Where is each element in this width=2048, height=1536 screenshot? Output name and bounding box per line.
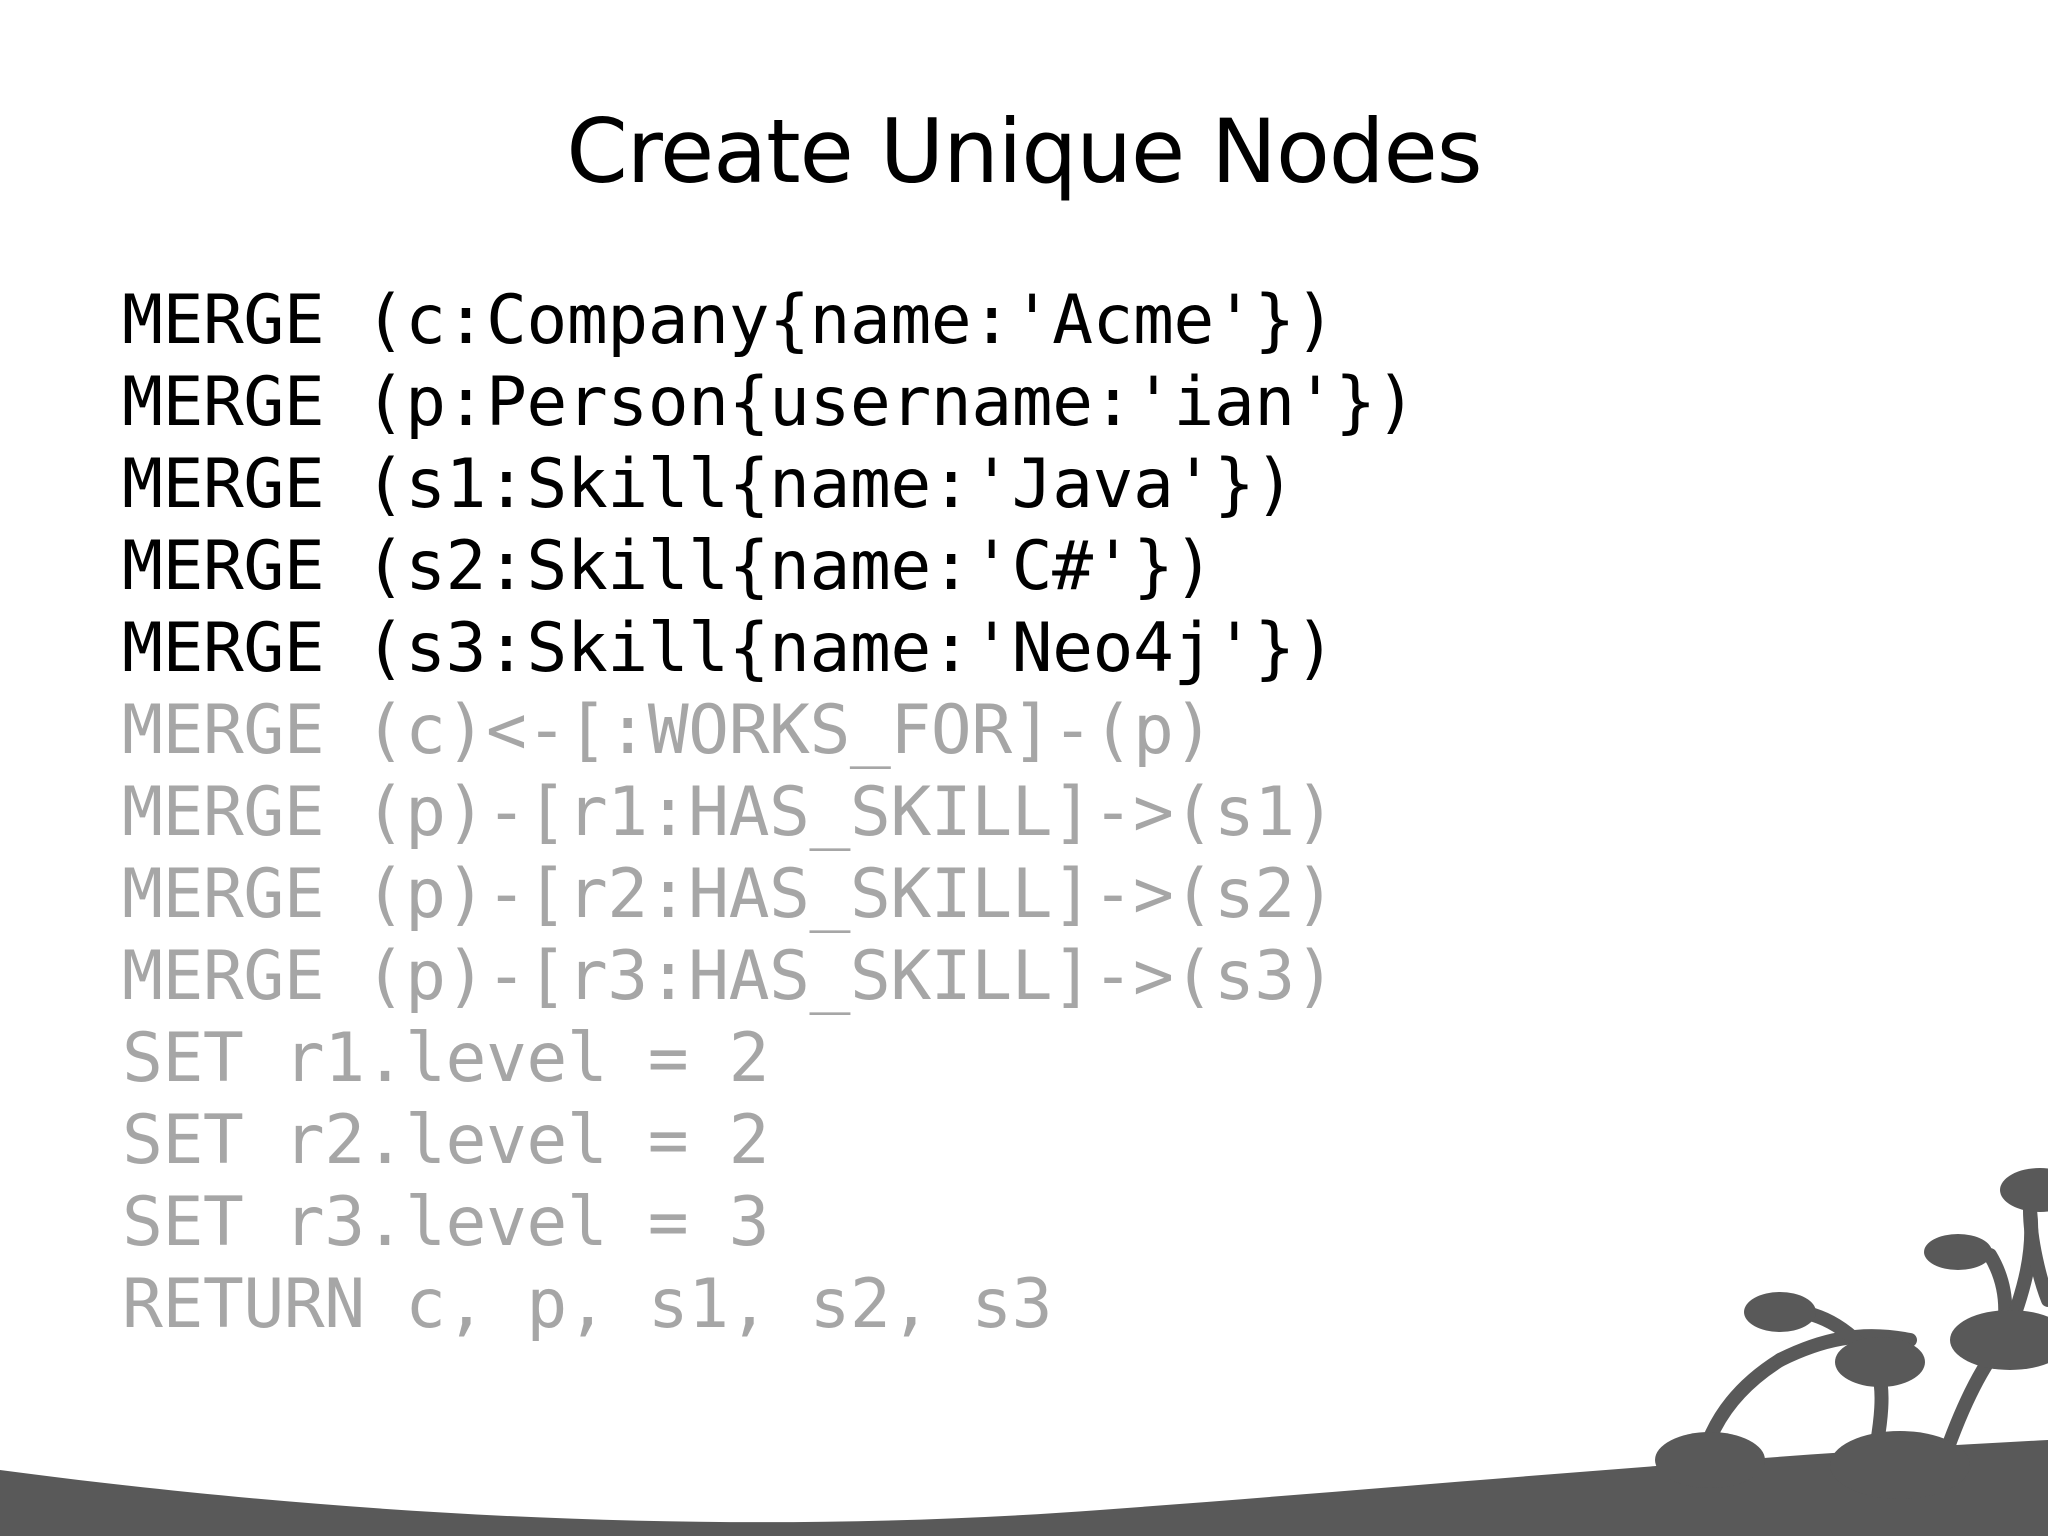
code-line: SET r1.level = 2 — [122, 1019, 770, 1098]
code-line: MERGE (s1:Skill{name:'Java'}) — [122, 445, 1295, 524]
code-line: MERGE (p)-[r1:HAS_SKILL]->(s1) — [122, 773, 1336, 852]
code-block: MERGE (c:Company{name:'Acme'}) MERGE (p:… — [122, 280, 1417, 1346]
code-line: MERGE (p)-[r2:HAS_SKILL]->(s2) — [122, 855, 1336, 934]
code-line: MERGE (p)-[r3:HAS_SKILL]->(s3) — [122, 937, 1336, 1016]
graph-node — [1924, 1234, 1992, 1270]
code-line: MERGE (s3:Skill{name:'Neo4j'}) — [122, 609, 1336, 688]
code-line: RETURN c, p, s1, s2, s3 — [122, 1265, 1053, 1344]
code-line: MERGE (p:Person{username:'ian'}) — [122, 363, 1417, 442]
code-line: MERGE (c:Company{name:'Acme'}) — [122, 281, 1336, 360]
graph-node — [1744, 1292, 1816, 1332]
graph-node — [1830, 1431, 1970, 1499]
code-line: SET r2.level = 2 — [122, 1101, 770, 1180]
graph-node — [1655, 1432, 1765, 1488]
graph-node — [1835, 1337, 1925, 1387]
code-line: MERGE (s2:Skill{name:'C#'}) — [122, 527, 1214, 606]
bottom-wave — [0, 1440, 2048, 1536]
graph-node — [2000, 1168, 2048, 1212]
slide-title: Create Unique Nodes — [566, 100, 1482, 203]
code-line: MERGE (c)<-[:WORKS_FOR]-(p) — [122, 691, 1214, 770]
graph-node — [1950, 1310, 2048, 1370]
code-line: SET r3.level = 3 — [122, 1183, 770, 1262]
